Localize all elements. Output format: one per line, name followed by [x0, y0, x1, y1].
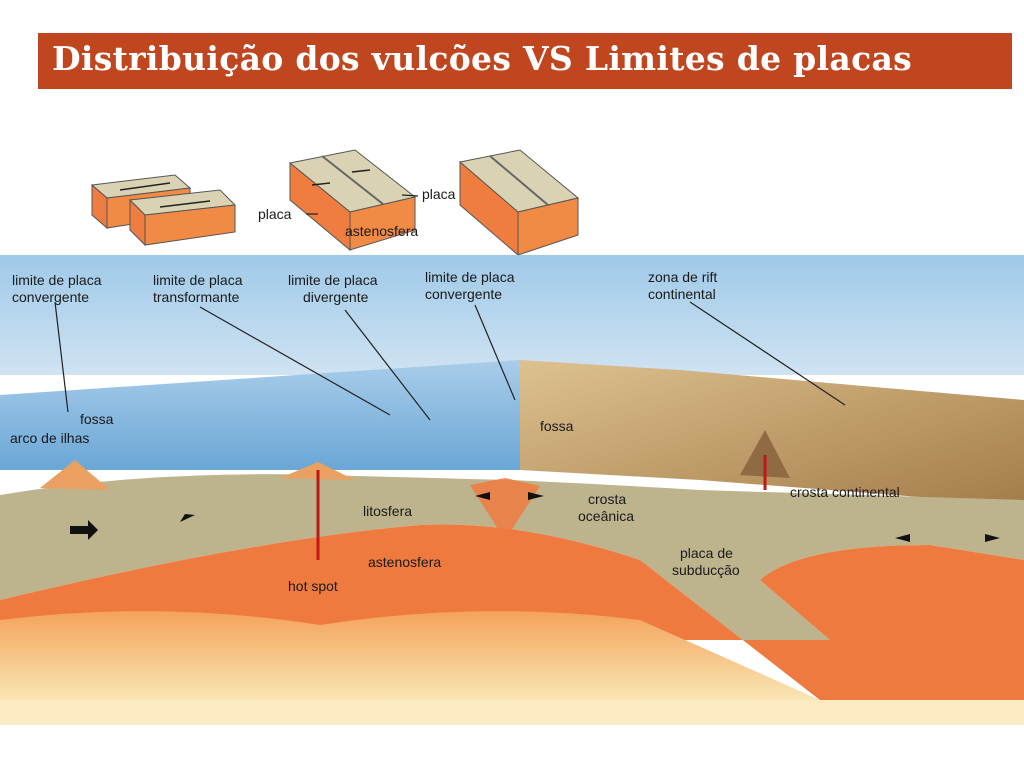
motion-arrows — [70, 492, 1000, 542]
slide-title: Distribuição dos vulcões VS Limites de p… — [52, 39, 913, 78]
label-fossa-right: fossa — [540, 418, 574, 434]
inset-label-placa-right: placa — [422, 186, 456, 202]
leader-lines — [54, 194, 846, 421]
inset-convergent-block — [458, 149, 580, 257]
label-astenosfera: astenosfera — [368, 554, 441, 570]
label-fossa-left: fossa — [80, 411, 114, 427]
continent — [520, 360, 1024, 505]
label-placa-subduccao-2: subducção — [672, 562, 740, 578]
label-transform-2: transformante — [153, 289, 240, 305]
plate-tectonics-diagram: placa placa astenosfera limite de placa … — [0, 149, 1024, 725]
ocean-surface — [0, 360, 520, 470]
label-crosta-continental: crosta continental — [790, 484, 900, 500]
label-rift-1: zona de rift — [648, 269, 717, 285]
island-arc-volcano — [40, 460, 110, 490]
inset-transform-block — [90, 174, 237, 247]
label-divergent-1: limite de placa — [288, 272, 378, 288]
label-placa-subduccao-1: placa de — [680, 545, 733, 561]
label-convergent-right-1: limite de placa — [425, 269, 515, 285]
label-convergent-left-1: limite de placa — [12, 272, 102, 288]
label-crosta-oceanica-2: oceânica — [578, 508, 634, 524]
inset-divergent-block — [288, 149, 417, 252]
label-litosfera: litosfera — [363, 503, 412, 519]
deep-mantle — [0, 611, 820, 700]
inset-label-astenosfera: astenosfera — [345, 223, 418, 239]
label-hot-spot: hot spot — [288, 578, 338, 594]
title-bar: Distribuição dos vulcões VS Limites de p… — [38, 33, 1012, 89]
label-divergent-2: divergente — [303, 289, 369, 305]
inset-label-placa-left: placa — [258, 206, 292, 222]
label-crosta-oceanica-1: crosta — [588, 491, 626, 507]
rift-volcano — [740, 430, 790, 478]
label-transform-1: limite de placa — [153, 272, 243, 288]
label-convergent-right-2: convergente — [425, 286, 502, 302]
label-convergent-left-2: convergente — [12, 289, 89, 305]
sky — [0, 255, 1024, 375]
label-arco-de-ilhas: arco de ilhas — [10, 430, 89, 446]
label-rift-2: continental — [648, 286, 716, 302]
deep-mantle-base — [0, 700, 1024, 725]
